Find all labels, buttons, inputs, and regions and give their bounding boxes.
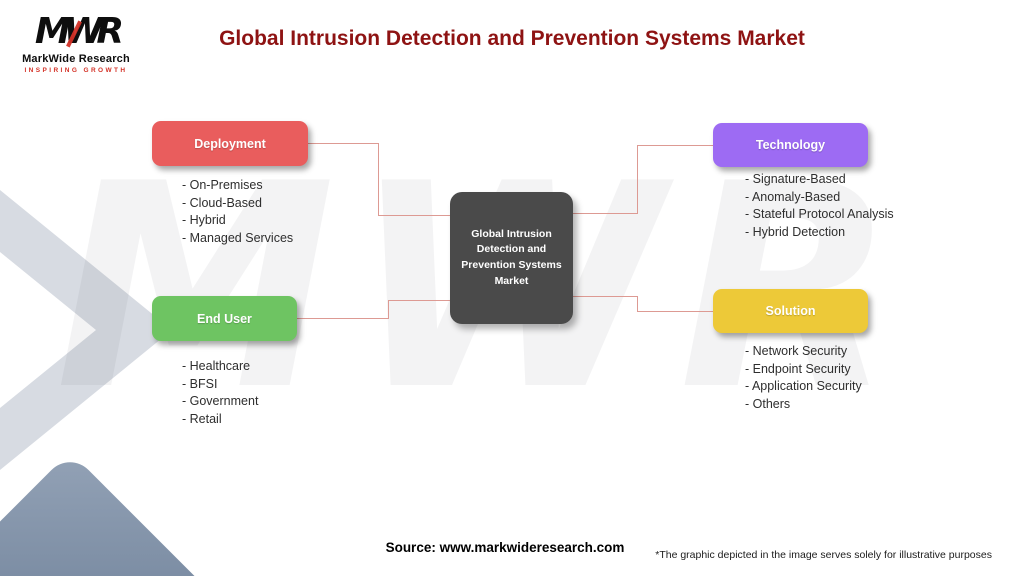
page-title: Global Intrusion Detection and Preventio… [219,27,805,50]
disclaimer: *The graphic depicted in the image serve… [655,549,992,561]
connector-segment-technology [573,213,637,214]
connector-segment-end-user [297,318,388,319]
branch-box-technology: Technology [713,123,868,167]
connector-segment-end-user [388,300,389,319]
list-item: - Managed Services [182,230,294,245]
connector-segment-technology [637,145,638,214]
list-item: - Application Security [745,379,862,393]
list-item: - Network Security [745,344,848,358]
branch-list-deployment: - On-Premises - Cloud-Based - Hybrid - M… [182,177,293,247]
branch-label-deployment: Deployment [194,136,266,151]
connector-segment-deployment [378,215,450,216]
source-url: www.markwideresearch.com [439,540,625,555]
list-item: - On-Premises [182,178,263,192]
branch-list-solution: - Network Security - Endpoint Security -… [745,343,862,413]
branch-label-end-user: End User [197,311,252,326]
list-item: - Stateful Protocol Analysis [745,207,894,221]
list-item: - Retail [182,411,222,426]
connector-segment-solution [573,296,637,297]
branch-list-end-user: - Healthcare - BFSI - Government - Retai… [182,358,258,428]
diamond-shape [0,462,208,576]
branch-box-end-user: End User [152,296,297,341]
branch-list-technology: - Signature-Based - Anomaly-Based - Stat… [745,171,894,241]
logo-monogram: MWR [20,12,132,52]
logo-name: MarkWide Research [22,53,130,65]
diamond-cut-shape [133,478,477,576]
connector-segment-technology [637,145,713,146]
source-label: Source: [385,540,436,555]
connector-segment-solution [637,296,638,312]
connector-segment-end-user [388,300,450,301]
list-item: - Endpoint Security [745,361,851,376]
branch-box-deployment: Deployment [152,121,308,166]
center-node: Global Intrusion Detection and Preventio… [450,192,573,324]
branch-label-technology: Technology [755,138,826,152]
markwide-logo: MWR MarkWide Research INSPIRING GROWTH [20,12,132,75]
chevron-shape [0,190,172,470]
connector-segment-deployment [308,143,378,144]
list-item: - Others [745,396,791,411]
list-item: - Cloud-Based [182,195,262,210]
connector-segment-solution [637,311,713,312]
branch-box-solution: Solution [713,289,868,333]
list-item: - Signature-Based [745,172,846,186]
list-item: - Healthcare [182,359,251,373]
list-item: - Anomaly-Based [745,189,841,204]
connector-segment-deployment [378,143,379,216]
list-item: - Government [182,394,259,408]
list-item: - BFSI [182,376,218,391]
source-line: Source: www.markwideresearch.com [386,540,625,555]
logo-tagline: INSPIRING GROWTH [24,67,128,74]
branch-label-solution: Solution [765,304,816,318]
list-item: - Hybrid Detection [745,224,846,239]
center-node-label: Global Intrusion Detection and Preventio… [461,227,562,287]
list-item: - Hybrid [182,213,226,227]
